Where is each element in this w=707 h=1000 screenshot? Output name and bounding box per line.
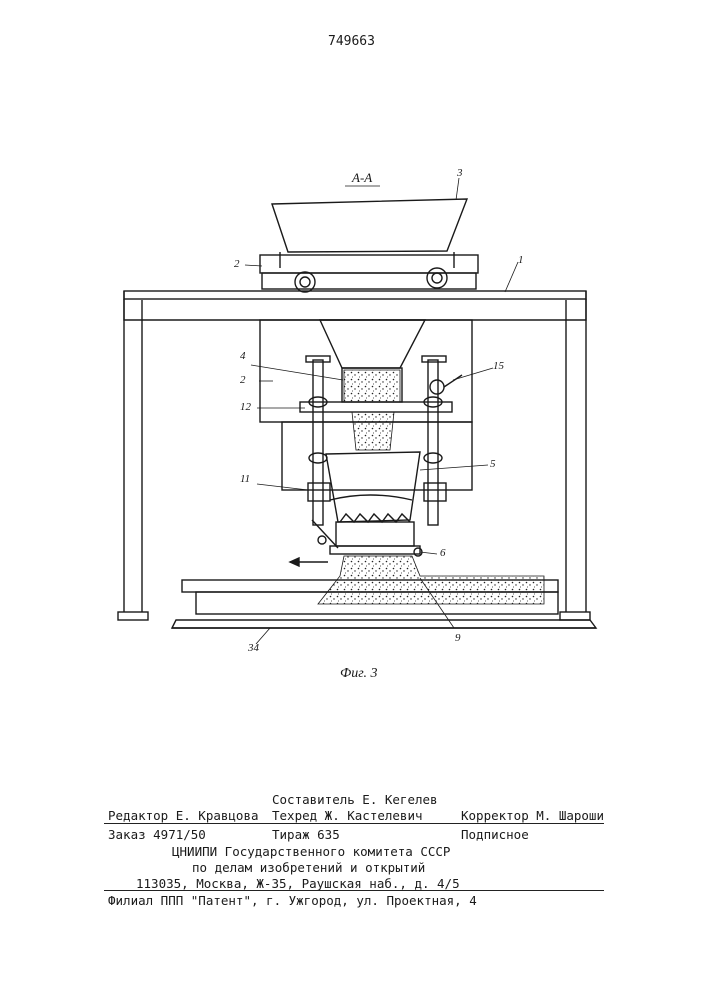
figure-caption: Фиг. 3	[340, 666, 378, 682]
section-label: А-А	[352, 170, 372, 186]
lower-hopper-5	[326, 452, 420, 522]
editor-line: Редактор Е. Кравцова	[108, 808, 259, 823]
footer-rule-1	[104, 823, 604, 824]
org-line-1: ЦНИИПИ Государственного комитета СССР	[172, 844, 450, 859]
granular-material	[318, 370, 544, 604]
circulation-line: Тираж 635	[272, 827, 340, 842]
hopper-3	[272, 199, 467, 252]
order-line: Заказ 4971/50	[108, 827, 206, 842]
callout-15: 15	[493, 360, 504, 372]
callout-4: 4	[240, 350, 246, 362]
frame-beam-1	[124, 291, 586, 299]
org-line-2: по делам изобретений и открытий	[192, 860, 425, 875]
corrector-line: Корректор М. Шароши	[461, 808, 604, 823]
callout-5: 5	[490, 458, 496, 470]
technical-drawing	[0, 0, 707, 700]
callout-6: 6	[440, 547, 446, 559]
subscription-line: Подписное	[461, 827, 529, 842]
callout-2-top: 2	[234, 258, 240, 270]
callout-34: 34	[248, 642, 259, 654]
callout-3: 3	[457, 167, 463, 179]
dosing-funnel-4	[320, 320, 425, 368]
callout-11: 11	[240, 473, 250, 485]
callout-1: 1	[518, 254, 524, 266]
compiler-line: Составитель Е. Кегелев	[272, 792, 438, 807]
callout-2-mid: 2	[240, 374, 246, 386]
roller-right	[427, 268, 447, 288]
callout-12: 12	[240, 401, 251, 413]
footer-rule-2	[104, 890, 604, 891]
address-line: 113035, Москва, Ж-35, Раушская наб., д. …	[136, 876, 460, 891]
branch-line: Филиал ППП "Патент", г. Ужгород, ул. Про…	[108, 893, 477, 908]
platform-2	[260, 255, 478, 273]
callout-9: 9	[455, 632, 461, 644]
techred-line: Техред Ж. Кастелевич	[272, 808, 423, 823]
